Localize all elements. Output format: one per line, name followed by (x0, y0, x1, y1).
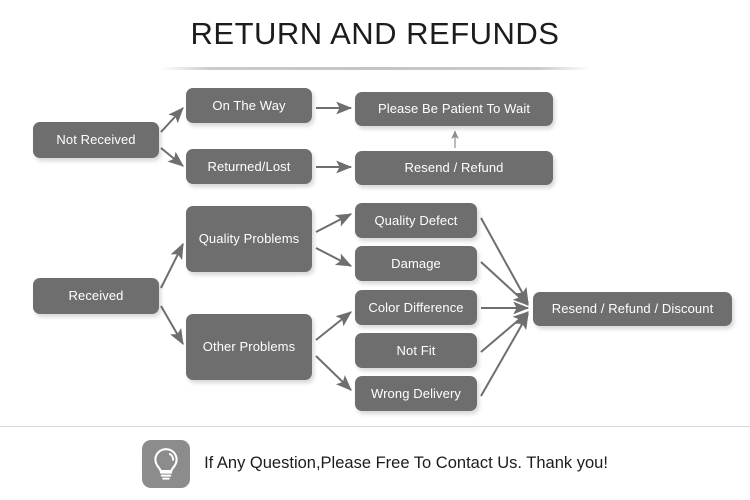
flow-arrow-e-other-colordifference (315, 311, 352, 341)
flow-node-quality-problems: Quality Problems (186, 206, 312, 272)
flow-arrow-e-wrongdelivery-final (480, 312, 529, 397)
flow-node-on-the-way: On The Way (186, 88, 312, 123)
lightbulb-glyph (154, 447, 178, 480)
flow-arrow-e-notreceived-ontheway (160, 107, 184, 133)
title-divider (160, 67, 590, 70)
flow-node-not-received: Not Received (33, 122, 159, 158)
footer-divider (0, 426, 750, 427)
footer-content: If Any Question,Please Free To Contact U… (142, 439, 608, 488)
flow-node-returned-lost: Returned/Lost (186, 149, 312, 184)
flow-node-received: Received (33, 278, 159, 314)
flow-node-color-difference: Color Difference (355, 290, 477, 325)
flow-node-resend-refund: Resend / Refund (355, 151, 553, 185)
page-title: RETURN AND REFUNDS (190, 16, 560, 51)
footer: If Any Question,Please Free To Contact U… (0, 427, 750, 500)
flow-arrow-e-defect-final (480, 217, 529, 305)
flow-arrow-e-damage-final (480, 261, 529, 306)
flow-arrow-e-quality-defect (315, 213, 353, 233)
flow-node-not-fit: Not Fit (355, 333, 477, 368)
flow-arrow-e-other-wrongdelivery (315, 355, 352, 391)
flow-node-please-be-patient: Please Be Patient To Wait (355, 92, 553, 126)
flow-node-resend-refund-discount: Resend / Refund / Discount (533, 292, 732, 326)
footer-text: If Any Question,Please Free To Contact U… (204, 454, 608, 472)
flow-node-damage: Damage (355, 246, 477, 281)
lightbulb-icon (142, 439, 191, 488)
flow-arrow-e-notfit-final (480, 311, 529, 353)
page-title-area: RETURN AND REFUNDS (0, 14, 750, 54)
flow-node-wrong-delivery: Wrong Delivery (355, 376, 477, 411)
flow-arrow-e-quality-damage (315, 247, 353, 267)
flow-arrow-e-received-other (160, 305, 184, 346)
flowchart-edges (160, 101, 530, 397)
flow-node-other-problems: Other Problems (186, 314, 312, 380)
flow-node-quality-defect: Quality Defect (355, 203, 477, 238)
flow-arrow-e-notreceived-returnedlost (160, 147, 184, 167)
flow-arrow-e-received-quality (160, 242, 184, 289)
